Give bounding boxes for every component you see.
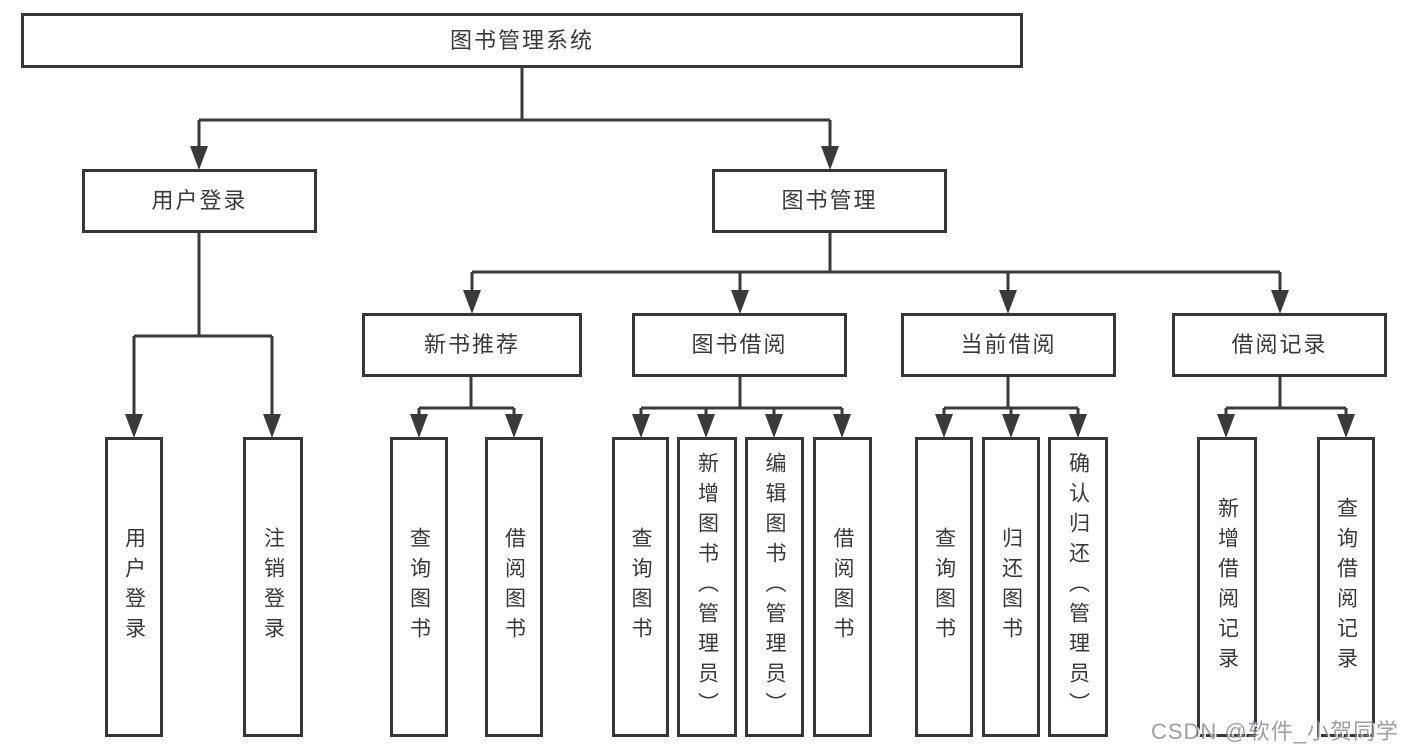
node-current-borrowing: 当前借阅 (901, 313, 1116, 377)
leaf-query-borrow-record: 查询借阅记录 (1317, 437, 1375, 737)
leaf-borrow-books: 借阅图书 (813, 437, 872, 737)
leaf-return-books: 归还图书 (982, 437, 1040, 737)
leaf-add-borrow-record-label: 新增借阅记录 (1215, 497, 1239, 677)
leaf-add-book-admin: 新增图书（管理员） (677, 437, 737, 737)
node-book-borrowing: 图书借阅 (632, 313, 847, 377)
node-book-management: 图书管理 (712, 169, 947, 233)
leaf-borrow-books-recommend: 借阅图书 (485, 437, 543, 737)
leaf-edit-book-admin-label: 编辑图书（管理员） (763, 452, 786, 722)
node-library-system: 图书管理系统 (21, 13, 1023, 68)
leaf-logout-label: 注销登录 (261, 527, 285, 647)
leaf-query-books-borrowing-label: 查询图书 (629, 527, 652, 647)
leaf-confirm-return-admin: 确认归还（管理员） (1048, 437, 1108, 737)
leaf-logout: 注销登录 (243, 437, 303, 737)
node-borrowing-records: 借阅记录 (1172, 313, 1387, 377)
leaf-edit-book-admin: 编辑图书（管理员） (745, 437, 804, 737)
leaf-query-books-current-label: 查询图书 (932, 527, 956, 647)
leaf-query-books-borrowing: 查询图书 (612, 437, 669, 737)
leaf-add-book-admin-label: 新增图书（管理员） (695, 452, 719, 722)
leaf-confirm-return-admin-label: 确认归还（管理员） (1066, 452, 1090, 722)
leaf-borrow-books-recommend-label: 借阅图书 (502, 527, 526, 647)
leaf-query-books-recommend-label: 查询图书 (407, 527, 431, 647)
leaf-user-login-label: 用户登录 (122, 527, 146, 647)
node-user-login: 用户登录 (82, 169, 317, 233)
csdn-watermark: CSDN @软件_小贺同学 (1150, 719, 1399, 744)
node-new-book-recommendation: 新书推荐 (362, 313, 582, 377)
leaf-user-login: 用户登录 (105, 437, 163, 737)
leaf-return-books-label: 归还图书 (999, 527, 1023, 647)
leaf-query-borrow-record-label: 查询借阅记录 (1334, 497, 1358, 677)
leaf-query-books-current: 查询图书 (915, 437, 973, 737)
leaf-borrow-books-label: 借阅图书 (831, 527, 854, 647)
leaf-query-books-recommend: 查询图书 (390, 437, 448, 737)
leaf-add-borrow-record: 新增借阅记录 (1197, 437, 1257, 737)
